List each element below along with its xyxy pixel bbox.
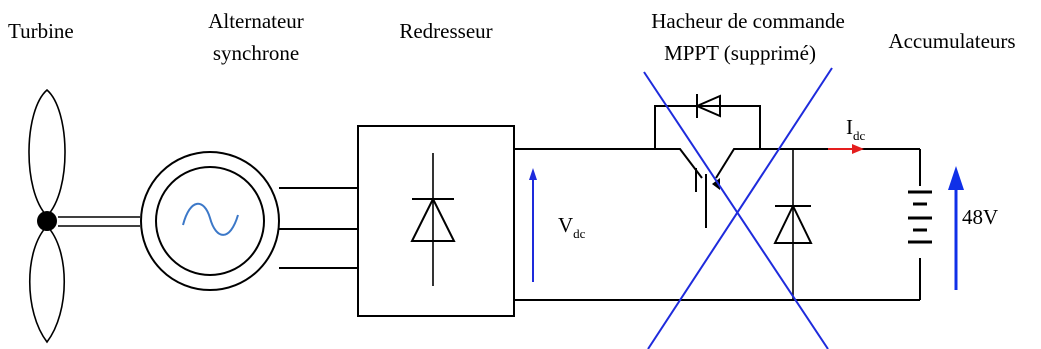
idc-label: Idc xyxy=(846,115,866,143)
vdc-arrow xyxy=(529,168,537,282)
alternator-label-line1: Alternateur xyxy=(208,9,304,33)
chopper-label-line2: MPPT (supprimé) xyxy=(664,41,816,65)
suppressed-cross xyxy=(643,67,833,349)
rectifier-block xyxy=(357,125,515,317)
turbine-label: Turbine xyxy=(8,19,74,43)
battery-voltage-label: 48V xyxy=(962,205,998,229)
vdc-label: Vdc xyxy=(558,213,586,241)
chopper-label-line1: Hacheur de commande xyxy=(651,9,845,33)
dc-bus xyxy=(514,148,921,301)
diode-icon xyxy=(410,153,456,286)
freewheel-diode-icon xyxy=(773,149,813,300)
three-phase-lines xyxy=(279,187,358,269)
idc-arrow xyxy=(828,144,864,154)
batteries-label: Accumulateurs xyxy=(888,29,1015,53)
alternator-icon xyxy=(140,151,280,291)
igbt-icon xyxy=(654,94,761,228)
turbine-icon xyxy=(28,88,140,344)
alternator-label-line2: synchrone xyxy=(213,41,299,65)
battery-icon xyxy=(904,186,936,258)
rectifier-label: Redresseur xyxy=(399,19,492,43)
battery-voltage-arrow xyxy=(948,166,964,290)
